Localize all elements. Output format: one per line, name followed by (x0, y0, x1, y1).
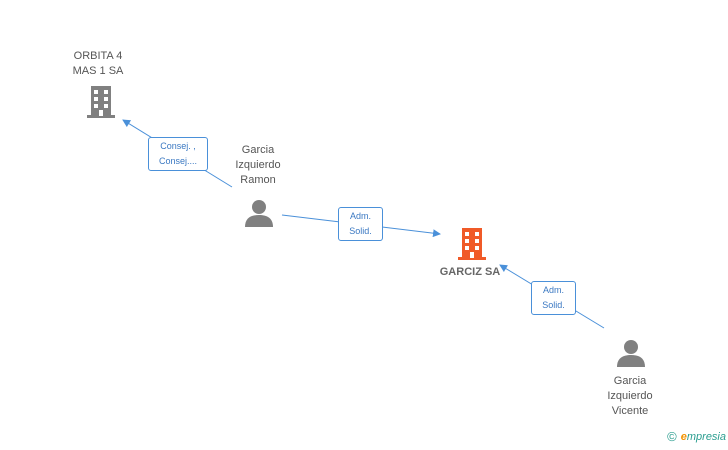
edge-label-consej[interactable]: Consej. , Consej.... (148, 137, 208, 171)
building-icon[interactable] (85, 84, 117, 120)
brand-logo-e: e (680, 430, 687, 443)
person-icon[interactable] (616, 338, 646, 368)
building-icon[interactable] (456, 226, 488, 262)
brand-logo-text: mpresia (686, 430, 726, 443)
copyright-icon: © (667, 429, 677, 444)
edge-label-adm-solid-ramon[interactable]: Adm. Solid. (338, 207, 383, 241)
person-icon[interactable] (244, 198, 274, 228)
edge-label-adm-solid-vicente[interactable]: Adm. Solid. (531, 281, 576, 315)
company-label-orbita[interactable]: ORBITA 4 MAS 1 SA (72, 50, 124, 77)
brand-footer: © empresia (667, 429, 726, 444)
company-label-garciz[interactable]: GARCIZ SA (439, 266, 501, 278)
brand-logo: empresia (681, 431, 726, 443)
person-label-vicente[interactable]: Garcia Izquierdo Vicente (607, 375, 653, 417)
person-label-ramon[interactable]: Garcia Izquierdo Ramon (235, 144, 281, 186)
